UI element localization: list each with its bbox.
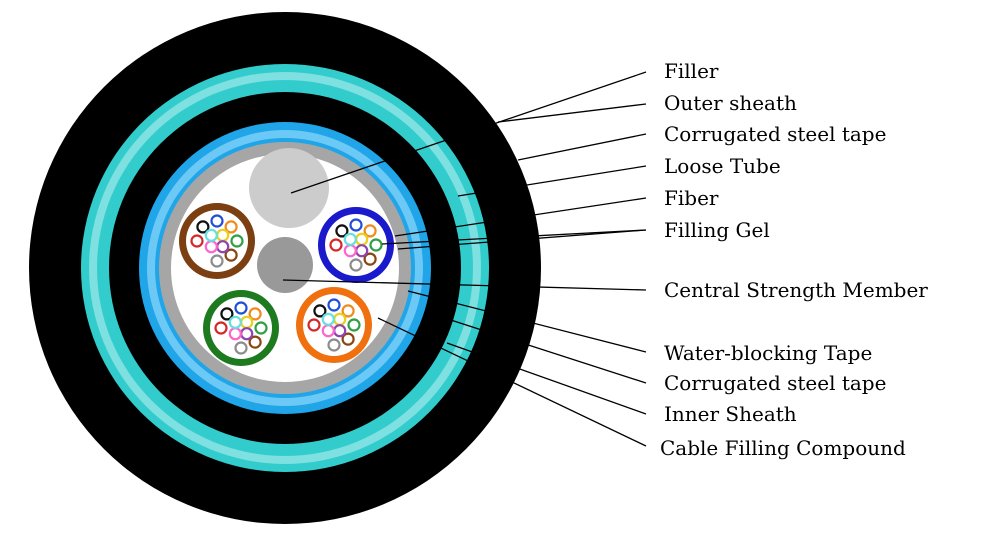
leader-fiber <box>394 197 647 237</box>
fiber <box>216 240 230 254</box>
fiber <box>369 238 383 252</box>
fiber <box>228 315 242 329</box>
fiber <box>355 232 369 246</box>
label-corrugated-steel-tape-inner: Corrugated steel tape <box>664 371 887 395</box>
fiber <box>234 301 248 315</box>
fiber <box>335 252 349 266</box>
fiber <box>363 224 377 238</box>
label-outer-sheath: Outer sheath <box>664 91 797 115</box>
fiber <box>349 218 363 232</box>
fiber <box>224 220 238 234</box>
fiber <box>234 341 248 355</box>
fiber <box>341 304 355 318</box>
fiber <box>248 335 262 349</box>
label-corrugated-steel-tape-outer: Corrugated steel tape <box>664 122 887 146</box>
fiber <box>333 324 347 338</box>
label-filler: Filler <box>664 59 719 83</box>
fiber <box>327 338 341 352</box>
fiber <box>204 240 218 254</box>
fiber <box>355 244 369 258</box>
loose-tubes-group <box>179 203 394 366</box>
fiber <box>190 234 204 248</box>
fiber <box>343 232 357 246</box>
loose-tube-blue <box>318 207 394 283</box>
leader-filling-gel <box>397 229 647 250</box>
label-loose-tube: Loose Tube <box>664 154 781 178</box>
fiber <box>228 327 242 341</box>
loose-tube-orange <box>296 287 372 363</box>
fiber <box>313 332 327 346</box>
fiber <box>313 304 327 318</box>
fiber <box>220 335 234 349</box>
fiber <box>248 307 262 321</box>
fiber <box>349 258 363 272</box>
fiber <box>214 321 228 335</box>
fiber <box>220 307 234 321</box>
leader-corrugated-steel-tape-inner <box>425 311 647 384</box>
filler-rod <box>249 148 329 228</box>
fiber <box>333 312 347 326</box>
fiber <box>196 220 210 234</box>
label-central-strength-member: Central Strength Member <box>664 278 928 302</box>
fiber <box>363 252 377 266</box>
fiber <box>204 228 218 242</box>
label-fiber: Fiber <box>664 186 719 210</box>
fiber <box>210 254 224 268</box>
label-water-blocking-tape: Water-blocking Tape <box>664 341 873 365</box>
fiber <box>327 298 341 312</box>
fiber <box>240 327 254 341</box>
fiber <box>321 324 335 338</box>
fiber <box>329 238 343 252</box>
loose-tube-brown <box>179 203 255 279</box>
leader-outer-sheath <box>497 103 647 123</box>
fiber <box>230 234 244 248</box>
fiber <box>341 332 355 346</box>
leader-water-blocking-tape <box>407 290 647 353</box>
fiber <box>307 318 321 332</box>
leader-central-strength-member <box>282 279 647 291</box>
fiber <box>210 214 224 228</box>
fiber <box>335 224 349 238</box>
leader-loose-tube <box>457 165 647 197</box>
fiber <box>321 312 335 326</box>
fiber <box>224 248 238 262</box>
fiber <box>216 228 230 242</box>
leader-inner-sheath <box>446 342 647 415</box>
fiber <box>254 321 268 335</box>
fiber <box>343 244 357 258</box>
label-cable-filling-compound: Cable Filling Compound <box>660 436 906 460</box>
loose-tube-green <box>203 290 279 366</box>
leader-corrugated-steel-tape-outer <box>517 133 647 161</box>
leader-lines-group <box>282 71 647 447</box>
central-strength-member <box>257 237 313 293</box>
fiber <box>196 248 210 262</box>
leader-cable-filling-compound <box>377 317 647 447</box>
leader-filling-gel-secondary <box>381 229 647 245</box>
label-inner-sheath: Inner Sheath <box>664 402 797 426</box>
fiber <box>240 315 254 329</box>
label-filling-gel: Filling Gel <box>664 218 770 242</box>
leader-filler <box>290 71 647 194</box>
fiber <box>347 318 361 332</box>
